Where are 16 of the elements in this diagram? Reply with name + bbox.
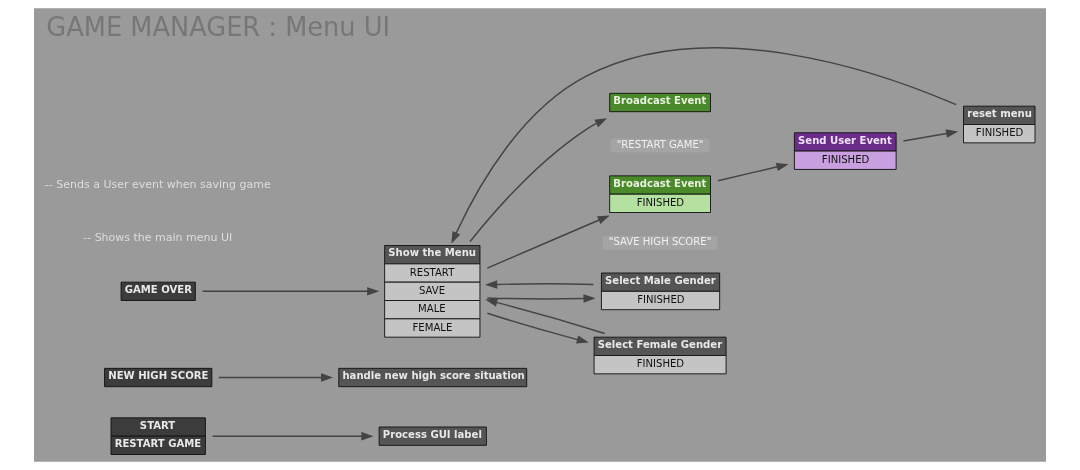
arrow [486, 294, 596, 303]
arrow [717, 162, 789, 182]
arrow [902, 129, 959, 142]
arrow [218, 373, 334, 382]
label: -- Shows the main menu UI [83, 231, 233, 245]
label: -- Sends a User event when saving game [44, 177, 271, 191]
arrow [201, 287, 380, 296]
arrow [485, 298, 606, 335]
arrow [486, 312, 589, 344]
arrow [469, 118, 608, 243]
node-label: "RESTART GAME" [616, 139, 704, 151]
node-label: "SAVE HIGH SCORE" [608, 236, 712, 248]
arrow [451, 47, 957, 244]
arrow [486, 215, 610, 269]
arrow [211, 431, 374, 441]
arrow [485, 280, 595, 289]
